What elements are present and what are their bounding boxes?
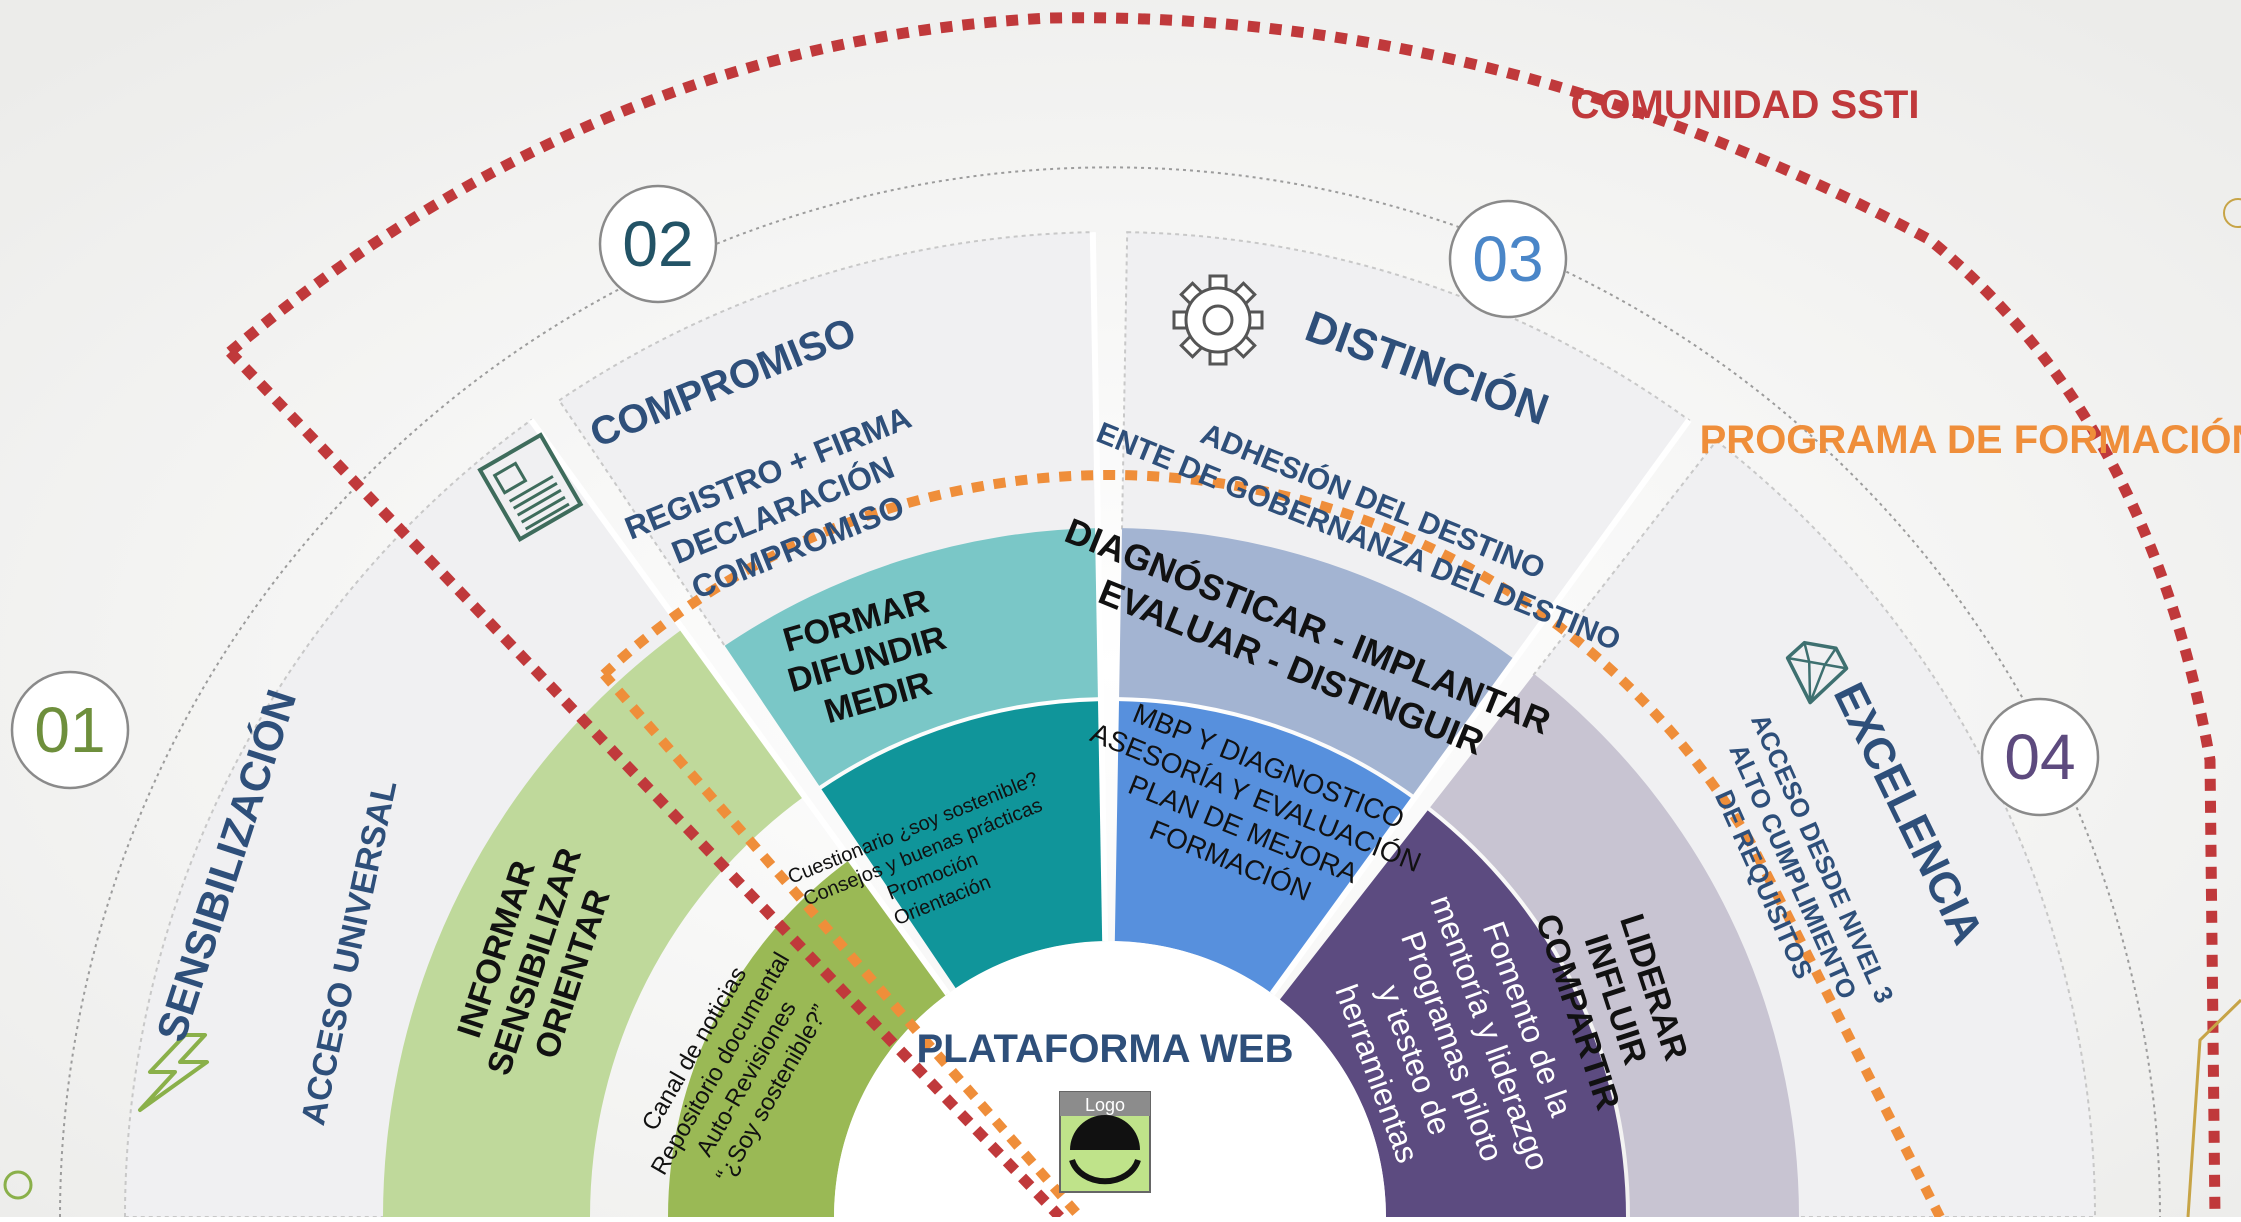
stage-04-number: 04 — [2004, 721, 2075, 793]
sector-divider — [528, 418, 951, 996]
stage-02-number: 02 — [622, 208, 693, 280]
decorative-line — [2186, 998, 2241, 1218]
diagram-shapes — [3, 12, 2241, 1221]
logo-mark-top — [1070, 1115, 1140, 1150]
stage-01-number-circle — [10, 670, 130, 790]
gear-icon-body — [1184, 286, 1252, 354]
diamond-icon — [1785, 640, 1849, 705]
newspaper-icon-line — [516, 488, 562, 517]
stage-04-number-circle — [1980, 697, 2100, 817]
logo-placeholder-header — [1060, 1092, 1150, 1116]
gear-icon — [1172, 274, 1264, 366]
stage-01-number: 01 — [34, 694, 105, 766]
gear-icon-hole — [1202, 304, 1234, 336]
community-boundary-left — [226, 348, 1064, 1221]
stage-02-inner-band — [821, 701, 1106, 989]
logo-label: Logo — [1085, 1095, 1125, 1115]
community-boundary — [226, 12, 2221, 1218]
stage-01-inner-band — [668, 859, 948, 1217]
decorative-circle-right — [2223, 198, 2241, 228]
stage-03-mid-band — [1119, 528, 1515, 797]
community-label: COMUNIDAD SSTI — [1571, 83, 1920, 127]
stage-04-inner-band — [1279, 810, 1626, 1217]
stage-03-number: 03 — [1472, 223, 1543, 295]
decorative-circle — [3, 1170, 33, 1200]
newspaper-icon-line — [512, 482, 558, 510]
training-program-boundary — [600, 470, 1945, 1220]
stage-02-number-circle — [598, 184, 718, 304]
diamond-icon-facets — [1787, 642, 1847, 704]
newspaper-icon — [477, 432, 584, 543]
sector-divider — [1089, 232, 1109, 942]
sector-divider — [1269, 418, 1692, 996]
newspaper-icon-line — [508, 475, 554, 503]
training-program-boundary-left — [600, 671, 1084, 1221]
newspaper-icon-photo — [492, 461, 528, 495]
logo-mark-bottom — [1069, 1158, 1141, 1185]
stage-04-outer-band — [1531, 439, 2097, 1218]
platform-title: PLATAFORMA WEB — [917, 1027, 1294, 1071]
training-label: PROGRAMA DE FORMACIÓN — [1700, 416, 2241, 462]
newspaper-icon-page — [477, 432, 584, 543]
lightning-icon — [138, 1033, 209, 1112]
stage-02-mid-band — [724, 528, 1101, 786]
stage-03-inner-band — [1114, 701, 1414, 994]
newspaper-icon-line — [520, 495, 566, 524]
diamond-icon-outline — [1785, 640, 1849, 705]
platform-core — [834, 941, 1386, 1217]
newspaper-icon-line — [524, 502, 570, 531]
stage-03-number-circle — [1448, 199, 1568, 319]
stage-04-mid-band — [1430, 674, 1799, 1217]
